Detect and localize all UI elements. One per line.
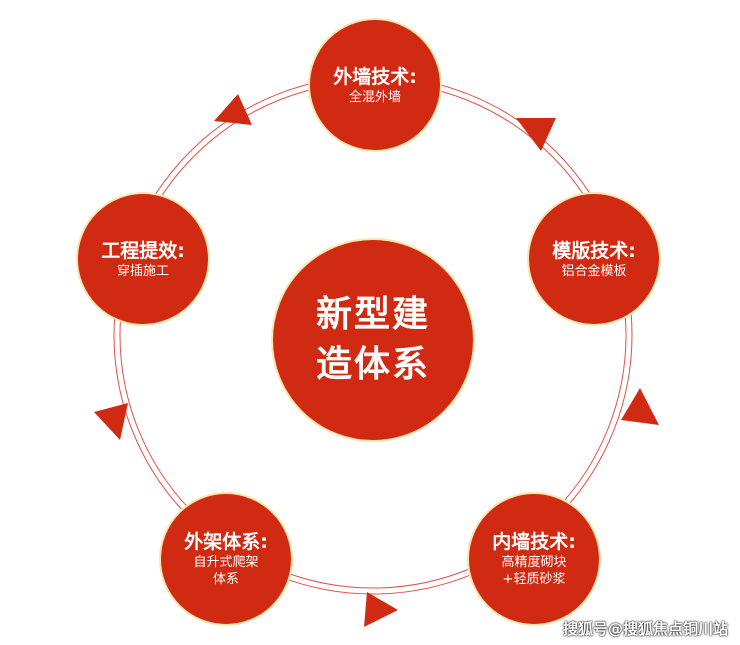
node-exterior-wall: 外墙技术: 全混外墙: [308, 18, 442, 152]
arrow-icon: [214, 94, 252, 125]
node-subtitle: 高精度砌块: [501, 555, 567, 570]
node-subtitle: 穿插施工: [116, 263, 169, 279]
node-subtitle: 铝合金模板: [561, 263, 627, 279]
watermark: 搜狐号@搜狐焦点铜川站: [562, 620, 728, 638]
node-title: 外墙技术:: [333, 65, 417, 88]
arrow-icon: [94, 403, 128, 440]
center-title-line2: 造体系: [315, 344, 430, 385]
center-node: 新型建 造体系: [271, 238, 475, 442]
center-title-line1: 新型建: [315, 294, 430, 335]
arrow-icon: [364, 592, 398, 627]
node-subtitle: 自升式爬架: [193, 555, 259, 570]
node-title: 外架体系:: [184, 531, 268, 553]
arrow-icon: [516, 118, 556, 151]
node-efficiency: 工程提效: 穿插施工: [76, 192, 210, 326]
node-title: 模版技术:: [552, 239, 636, 262]
node-title: 内墙技术:: [492, 531, 576, 553]
arrow-icon: [621, 388, 659, 425]
node-subtitle: 体系: [212, 572, 239, 587]
node-title: 工程提效:: [101, 239, 185, 262]
node-scaffold: 外架体系: 自升式爬架 体系: [159, 492, 293, 626]
node-interior-wall: 内墙技术: 高精度砌块 +轻质砂浆: [467, 492, 601, 626]
node-subtitle: 全混外墙: [348, 89, 401, 105]
node-formwork: 模版技术: 铝合金模板: [527, 192, 661, 326]
node-subtitle: +轻质砂浆: [502, 572, 566, 587]
